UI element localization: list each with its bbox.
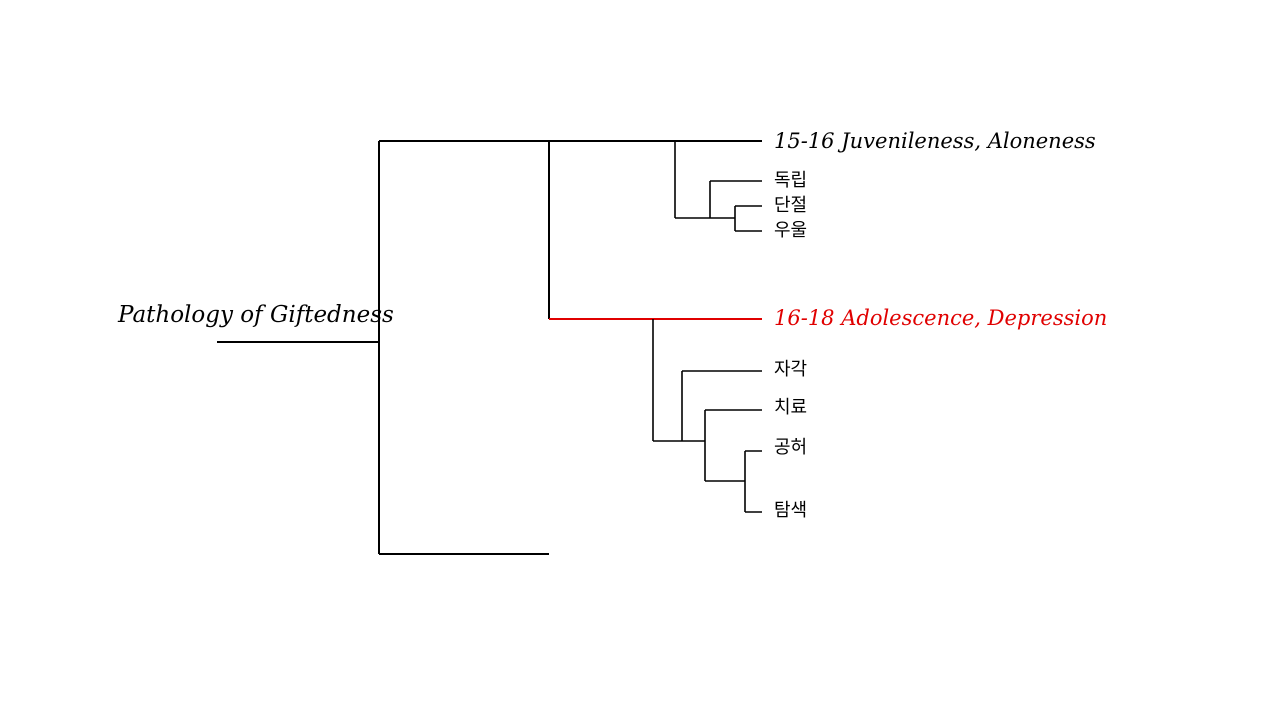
branch-a-leaf-1: 독립 <box>774 170 808 191</box>
branch-b-leaf-4: 탐색 <box>774 500 808 521</box>
root-label: Pathology of Giftedness <box>118 302 394 328</box>
branch-b-label: 16-18 Adolescence, Depression <box>774 306 1108 330</box>
branch-a-leaf-2: 단절 <box>774 195 808 216</box>
branch-b-leaf-1: 자각 <box>774 359 808 380</box>
branch-a-leaf-3: 우울 <box>774 220 808 241</box>
branch-b-leaf-2: 치료 <box>774 397 808 418</box>
branch-b-leaf-3: 공허 <box>774 437 808 458</box>
branch-a-label: 15-16 Juvenileness, Aloneness <box>774 129 1096 153</box>
